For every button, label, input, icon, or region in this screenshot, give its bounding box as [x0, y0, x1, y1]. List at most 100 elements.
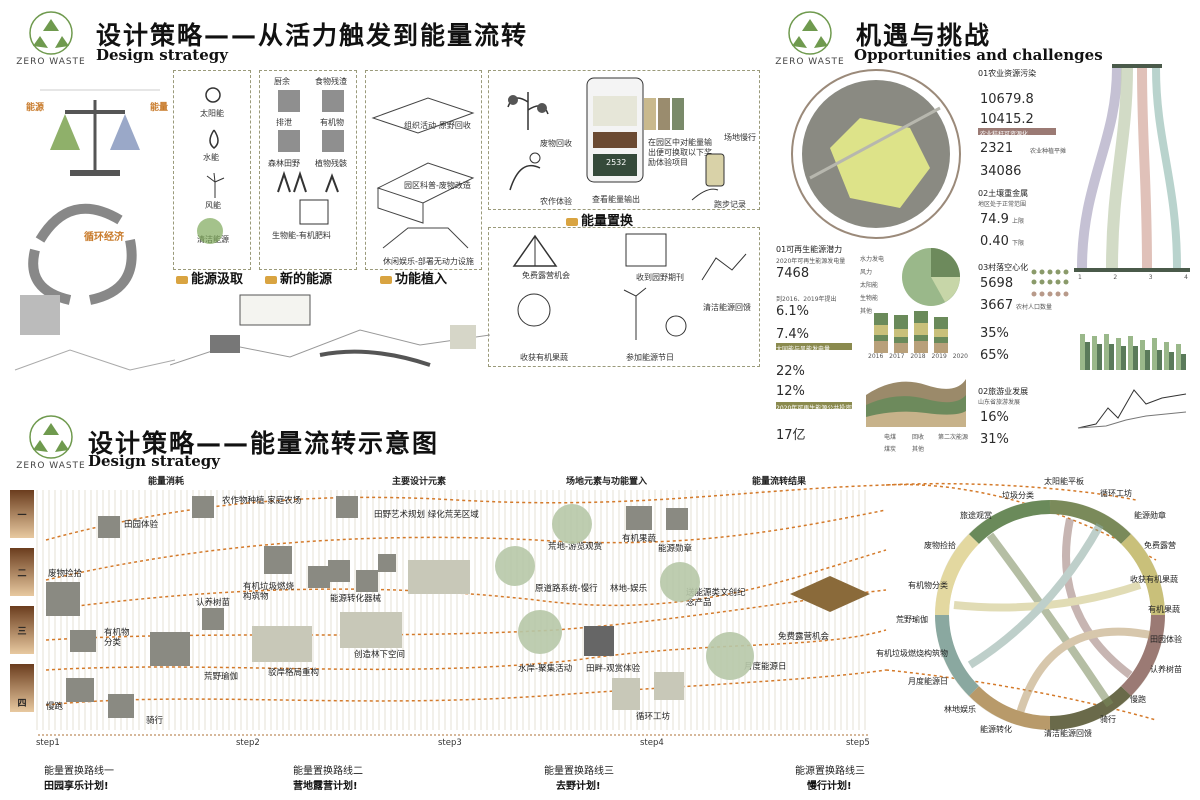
agri-title: 01农业资源污染: [978, 69, 1037, 78]
basket-icon: [517, 293, 551, 327]
energy-source-footer-text: 能源汲取: [191, 272, 244, 287]
plant-residue-label: 植物残骸: [315, 159, 347, 168]
tag-icon: [265, 275, 277, 284]
node-field-art: 田野艺术规划 绿化荒芜区域: [374, 510, 479, 520]
row-num-2: 二: [17, 569, 27, 579]
free-camping-label: 免费露营机会: [522, 271, 570, 280]
sankey-label-1: 1: [1078, 274, 1082, 281]
node-road-system: 原道路系统-慢行: [535, 584, 598, 594]
opportunities-title-en: Opportunities and challenges: [854, 46, 1103, 64]
row-num-1: 一: [17, 511, 27, 521]
cycle-label: 循环经济: [84, 232, 124, 243]
row-num-4: 四: [17, 699, 27, 709]
area-legend-3: 第二次能源: [938, 434, 969, 441]
chord-label-15: 清洁能源回馈: [1044, 729, 1092, 738]
opportunities-title-cn: 机遇与挑战: [856, 21, 992, 50]
wind-label: 风能: [205, 201, 221, 210]
chord-label-13: 慢跑: [1130, 695, 1146, 704]
bar-year-4: 2019: [931, 353, 947, 360]
facility-sketches: [371, 97, 475, 249]
pie-legend-3: 太阳能: [860, 282, 879, 289]
water-icon: [209, 129, 219, 149]
node-pictures: [46, 496, 870, 718]
metal-value-1: 74.9: [980, 212, 1009, 227]
farmer-icon: [509, 152, 541, 191]
leisure-facility-label: 休闲娱乐-部署无动力设施: [383, 257, 474, 266]
excretion-label: 排泄: [276, 118, 292, 127]
s01-title: 01可再生能源潜力: [776, 245, 843, 254]
s01-value-4: 22%: [776, 364, 805, 379]
chord-label-17: 林地娱乐: [944, 705, 976, 714]
route-2-plan: 营地露营计划!: [293, 781, 358, 792]
metal-note-2: 上限: [1012, 218, 1025, 225]
logo-bottom: ZERO WASTE: [16, 414, 86, 471]
landscape-sketch: [170, 294, 490, 367]
node-jogging: 慢跑: [46, 702, 64, 712]
s01-value-5: 12%: [776, 384, 805, 399]
energy-label-a: 能源: [26, 103, 45, 113]
chord-label-7: 能源勋章: [1134, 511, 1166, 520]
agri-value-4: 34086: [980, 164, 1022, 179]
step-2: step2: [236, 738, 260, 748]
node-waterfront: 水岸-聚集活动: [518, 664, 573, 674]
s01-note-1: 2020年可再生能源发电量: [776, 258, 846, 265]
col-head-1: 能量消耗: [148, 477, 185, 487]
s01-note-4: 2020年可再生能源公共投资额: [776, 405, 858, 412]
node-burn-structure: 有机垃圾燃烧构筑物: [243, 582, 295, 602]
s01-note-3: 大同能与风能发电量: [776, 346, 831, 353]
festival-icon: [623, 287, 687, 340]
strategy-title-cn: 设计策略——从活力触发到能量流转: [96, 21, 529, 50]
chord-label-9: 收获有机果蔬: [1130, 575, 1178, 584]
route-3-plan: 去野计划!: [556, 781, 601, 792]
metal-note-1: 地区处于正常范围: [978, 201, 1027, 208]
node-organic-sort: 有机物分类: [104, 628, 130, 648]
chord-label-20: 荒野瑜伽: [896, 615, 928, 624]
wind-turbine-icon: [206, 172, 225, 198]
node-wild-yoga: 荒野瑜伽: [204, 672, 239, 682]
area-legend-1: 电煤: [884, 434, 897, 441]
step-3: step3: [438, 738, 462, 748]
chord-label-3: 垃圾分类: [1002, 491, 1034, 500]
s01-value-3: 7.4%: [776, 327, 810, 342]
s01-bar-2: [776, 402, 852, 409]
row-bar-1: [10, 490, 34, 538]
journal-label: 收到园野期刊: [636, 273, 684, 282]
exchange-box: [488, 227, 760, 367]
node-souvenir: 送能源类文创纪念产品: [686, 588, 746, 608]
science-education-label: 园区科普-废物改造: [404, 181, 471, 190]
chord-label-18: 月度能源日: [908, 677, 948, 686]
node-waste-pick: 废物捡拾: [48, 569, 83, 579]
node-farming: 农作物种植 家庭农场: [222, 496, 302, 506]
phone-value: 2532: [606, 158, 627, 167]
agri-value-3: 2321: [980, 141, 1014, 156]
step-1: step1: [36, 738, 60, 748]
bar-year-2: 2017: [889, 353, 905, 360]
recycle-logo-icon: [29, 415, 73, 459]
node-cycling: 骑行: [146, 716, 164, 726]
tent-icon: [512, 234, 558, 267]
sankey-label-3: 3: [1148, 274, 1153, 281]
function-box: [365, 70, 482, 270]
step-4: step4: [640, 738, 664, 748]
run-record-label: 跑步记录: [714, 200, 746, 209]
phone-app-icon: [586, 77, 644, 183]
route-4-plan: 慢行计划!: [807, 781, 852, 792]
metal-value-2: 0.40: [980, 234, 1009, 249]
s01-note-2: 到2016、2019年提出: [776, 296, 837, 303]
tour-value-2: 31%: [980, 432, 1009, 447]
energy-label-b: 能量: [150, 103, 169, 113]
chord-label-14: 骑行: [1100, 715, 1116, 724]
hollow-value-1: 5698: [980, 276, 1014, 291]
logo-text: ZERO WASTE: [16, 461, 86, 471]
population-icons: [1031, 269, 1069, 297]
metal-title: 02土壤重金属: [978, 189, 1029, 198]
food-waste-label: 食物残渣: [315, 77, 347, 86]
pie-legend: 水力发电 风力 太阳能 生物能 其他: [860, 254, 884, 315]
s01-value-6: 17亿: [776, 428, 806, 443]
node-forest-space: 创造林下空间: [354, 650, 406, 660]
map-icon: [701, 253, 747, 281]
logo: ZERO WASTE: [16, 10, 86, 67]
plant-icon: [507, 92, 549, 130]
chord-label-1: 太阳能平板: [1044, 477, 1084, 486]
node-free-camp: 免费露营机会: [778, 632, 830, 642]
